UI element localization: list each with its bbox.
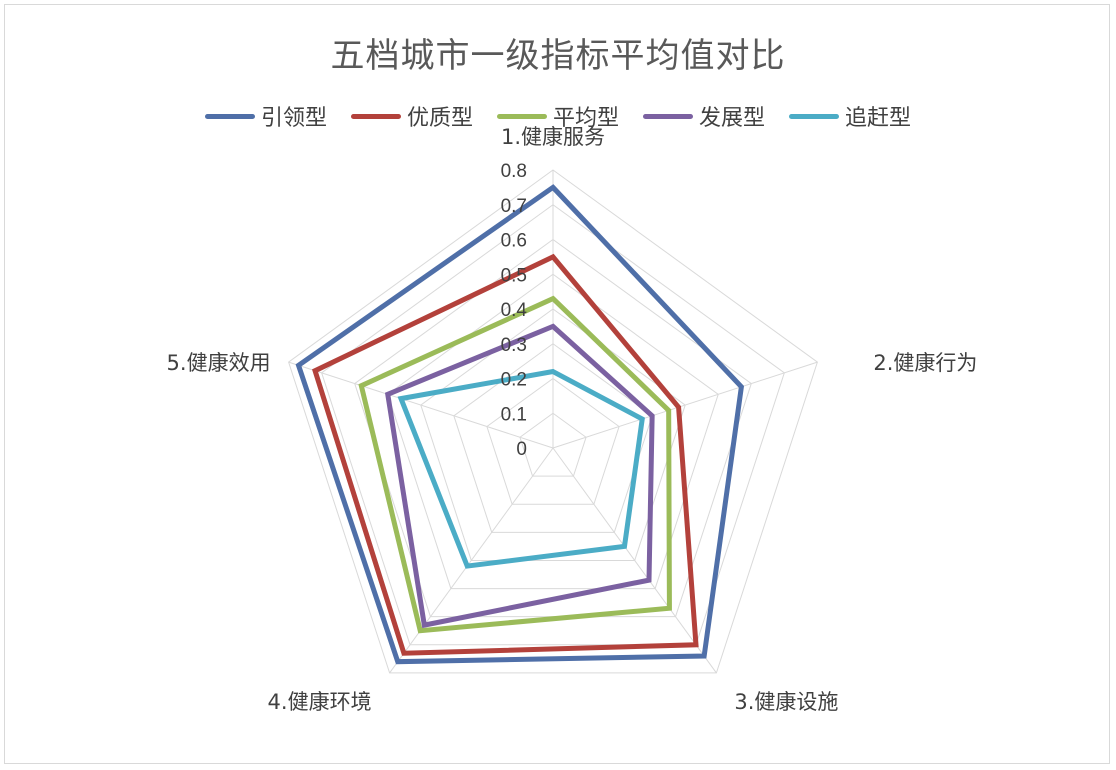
legend-swatch-2 [496,113,547,119]
series-line-1 [312,253,699,656]
legend-item-4: 追赶型 [789,100,911,132]
legend-item-3: 发展型 [643,100,765,132]
legend-swatch-4 [789,113,840,119]
chart-frame [4,4,1110,764]
legend-swatch-0 [204,113,255,119]
tick-label-3: 0.3 [501,335,527,356]
grid-spoke-1 [552,361,818,449]
grid-ring-8 [288,169,818,674]
legend-item-2: 平均型 [496,100,619,132]
legend-label-1: 优质型 [406,106,473,131]
legend-label-4: 追赶型 [845,106,912,131]
legend-label-3: 发展型 [699,106,766,131]
tick-label-5: 0.5 [501,265,527,286]
series-line-2 [358,295,672,634]
tick-label-6: 0.6 [501,231,527,252]
legend-label-0: 引领型 [260,106,327,131]
grid-ring-5 [387,273,719,590]
legend-label-2: 平均型 [552,106,619,131]
series-line-3 [384,323,655,629]
category-label-0: 1.健康服务 [501,125,605,149]
grid-spoke-4 [288,361,554,449]
tick-label-0: 0 [516,439,527,460]
category-label-4: 5.健康效用 [167,351,271,375]
grid-spoke-3 [389,447,554,674]
tick-label-4: 0.4 [501,300,528,321]
legend-item-1: 优质型 [350,100,473,132]
tick-label-8: 0.8 [501,161,527,182]
series-line-4 [397,368,645,569]
chart-title: 五档城市一级指标平均值对比 [330,36,786,76]
series-line-0 [295,184,745,665]
legend-item-0: 引领型 [204,100,327,132]
tick-label-1: 0.1 [501,404,527,425]
category-label-2: 3.健康设施 [734,690,838,714]
tick-label-2: 0.2 [501,370,527,391]
grid-spoke-2 [552,447,717,674]
legend-swatch-3 [643,113,693,119]
grid-ring-7 [321,204,785,646]
grid-ring-1 [519,412,587,477]
grid-ring-2 [486,377,620,505]
tick-label-7: 0.7 [501,196,527,217]
category-label-3: 4.健康环境 [268,690,372,714]
category-label-1: 2.健康行为 [873,351,977,375]
legend-swatch-1 [350,113,401,119]
chart-legend: 引领型 优质型 平均型 发展型 追赶型 [0,100,1116,132]
